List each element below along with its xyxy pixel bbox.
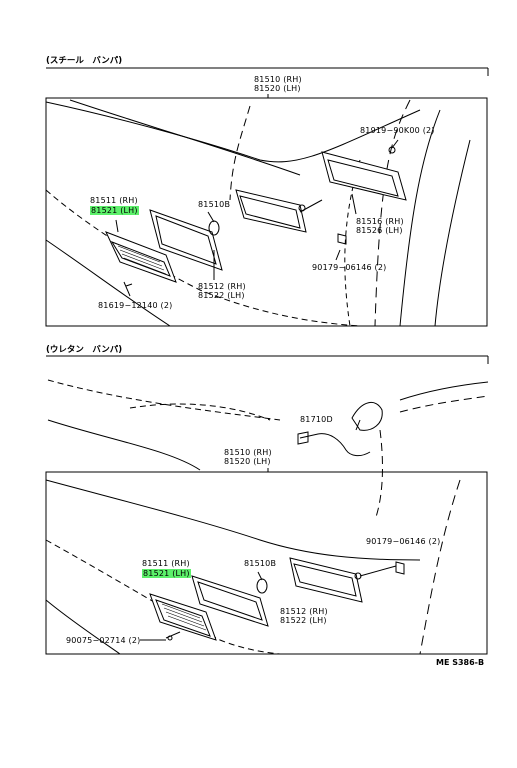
label-81619: 81619−12140 (2): [98, 301, 173, 310]
label-81510b-b: 81510B: [244, 559, 277, 568]
label-81520-b: 81520 (LH): [224, 457, 271, 466]
label-81512-b: 81512 (RH): [280, 607, 328, 616]
label-90179: 90179−06146 (2): [312, 263, 387, 272]
label-81521-b-highlight: 81521 (LH): [142, 569, 191, 578]
label-81919: 81919−90K00 (2): [360, 126, 435, 135]
reference-code: ME S386-B: [436, 658, 485, 667]
label-81510b: 81510B: [198, 200, 231, 209]
label-90179-b: 90179−06146 (2): [366, 537, 441, 546]
label-81511-b: 81511 (RH): [142, 559, 190, 568]
label-81522: 81522 (LH): [198, 291, 245, 300]
label-81520: 81520 (LH): [254, 84, 301, 93]
label-81710: 81710D: [300, 415, 333, 424]
highlighted-part-number: 81521 (LH): [90, 206, 139, 215]
section-title-urethane-bumper: (ウレタン バンパ): [46, 345, 123, 355]
label-81522-b: 81522 (LH): [280, 616, 327, 625]
label-81521-highlight: 81521 (LH): [90, 206, 139, 215]
side-marker-lens-top: [105, 231, 177, 283]
label-81511: 81511 (RH): [90, 196, 138, 205]
highlighted-part-number: 81521 (LH): [142, 569, 191, 578]
side-marker-lens-bottom: [149, 593, 217, 641]
section-title-steel-bumper: (スチール バンパ): [46, 56, 123, 66]
label-81512: 81512 (RH): [198, 282, 246, 291]
label-81510-b: 81510 (RH): [224, 448, 272, 457]
top-frame: [45, 97, 488, 327]
label-81516: 81516 (RH): [356, 217, 404, 226]
label-90075: 90075−02714 (2): [66, 636, 141, 645]
label-81526: 81526 (LH): [356, 226, 403, 235]
label-81510: 81510 (RH): [254, 75, 302, 84]
bottom-frame: [45, 471, 488, 655]
